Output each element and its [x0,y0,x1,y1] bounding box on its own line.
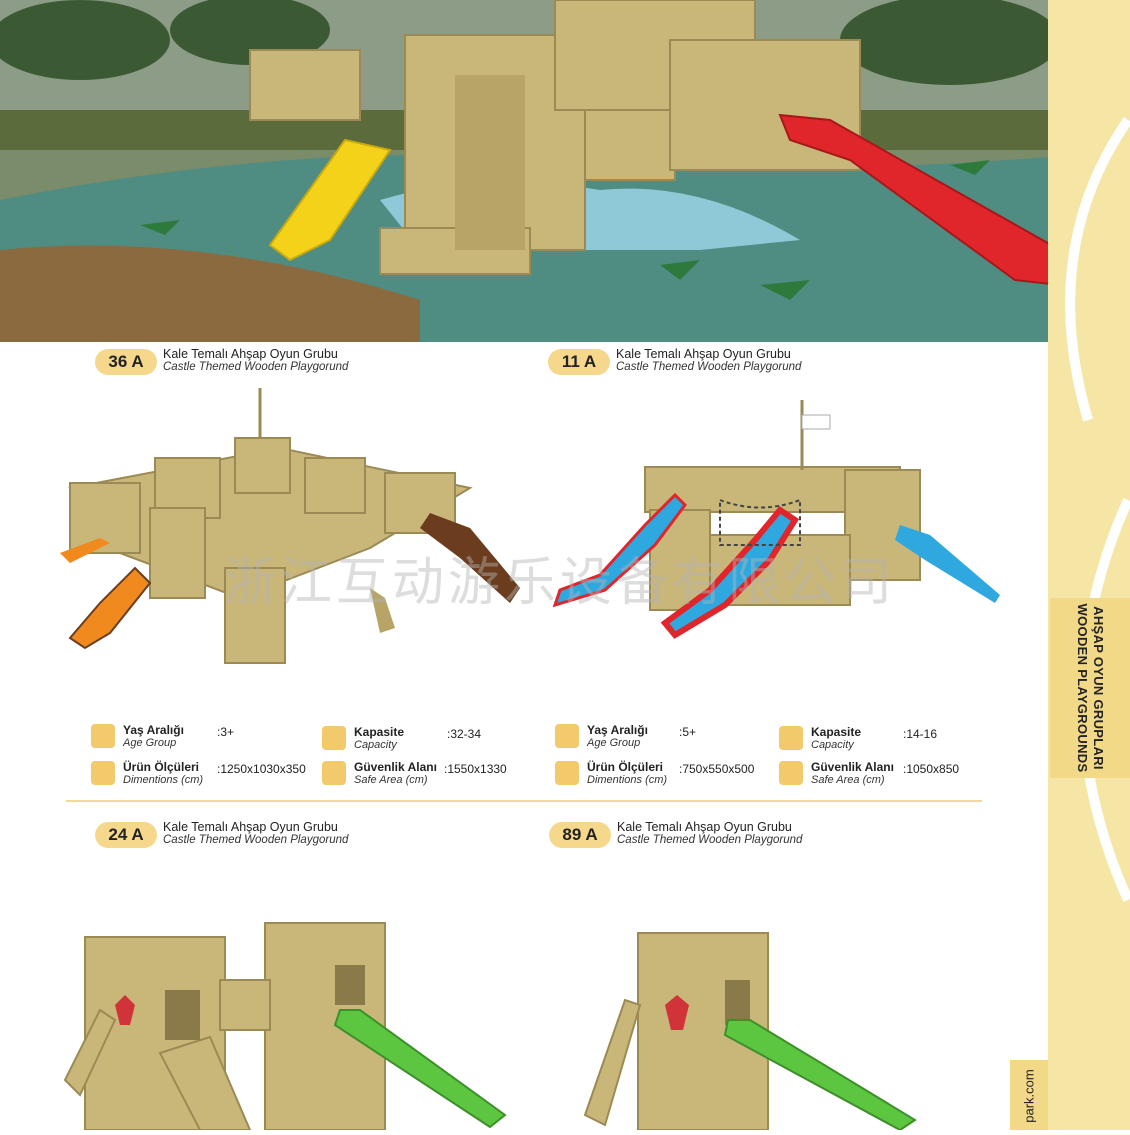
product-code-badge: 24 A [95,822,157,848]
website-tab[interactable]: park.com [1010,1060,1048,1130]
safe-area-icon [322,761,346,785]
product-image-36a [40,378,530,678]
product-title-en: Castle Themed Wooden Playgorund [616,361,802,373]
safe-area-icon [779,761,803,785]
product-title-en: Castle Themed Wooden Playgorund [163,834,349,846]
product-code-badge: 36 A [95,349,157,375]
category-title-tr: AHŞAP OYUN GRUPLARI [1091,606,1106,770]
product-header-24a: 24 A Kale Temalı Ahşap Oyun Grubu Castle… [95,818,395,852]
dimensions-icon [555,761,579,785]
age-group-icon [91,724,115,748]
product-header-11a: 11 A Kale Temalı Ahşap Oyun Grubu Castle… [548,345,848,379]
product-title-en: Castle Themed Wooden Playgorund [617,834,803,846]
spec-safe-area-11a: Güvenlik Alanı Safe Area (cm) :1050x850 [779,760,1009,790]
category-title-en: WOODEN PLAYGROUNDS [1075,603,1090,773]
spec-dimensions-11a: Ürün Ölçüleri Dimentions (cm) :750x550x5… [555,760,775,790]
age-group-icon [555,724,579,748]
decorative-sidebar-strip [1048,0,1130,1130]
website-link[interactable]: park.com [1021,1069,1037,1123]
product-title-tr: Kale Temalı Ahşap Oyun Grubu [617,820,792,834]
product-image-89a [580,925,920,1132]
product-code-badge: 11 A [548,349,610,375]
spec-capacity-11a: Kapasite Capacity :14-16 [779,725,999,755]
product-title-tr: Kale Temalı Ahşap Oyun Grubu [163,347,338,361]
product-image-24a [60,915,510,1131]
watermark-text: 浙江互动游乐设备有限公司 [223,553,896,613]
product-title-tr: Kale Temalı Ahşap Oyun Grubu [163,820,338,834]
spec-age-11a: Yaş Aralığı Age Group :5+ [555,723,775,753]
section-divider [66,800,982,802]
capacity-icon [322,726,346,750]
product-image-11a [550,395,1010,655]
sidebar-category-label: AHŞAP OYUN GRUPLARI WOODEN PLAYGROUNDS [1050,598,1130,778]
spec-age-36a: Yaş Aralığı Age Group :3+ [91,723,311,753]
product-title-en: Castle Themed Wooden Playgorund [163,361,349,373]
capacity-icon [779,726,803,750]
spec-dimensions-36a: Ürün Ölçüleri Dimentions (cm) :1250x1030… [91,760,321,790]
product-code-badge: 89 A [549,822,611,848]
dimensions-icon [91,761,115,785]
product-header-36a: 36 A Kale Temalı Ahşap Oyun Grubu Castle… [95,345,395,379]
spec-safe-area-36a: Güvenlik Alanı Safe Area (cm) :1550x1330 [322,760,542,790]
product-title-tr: Kale Temalı Ahşap Oyun Grubu [616,347,791,361]
product-header-89a: 89 A Kale Temalı Ahşap Oyun Grubu Castle… [549,818,849,852]
spec-capacity-36a: Kapasite Capacity :32-34 [322,725,542,755]
hero-playground-image [0,0,1130,342]
